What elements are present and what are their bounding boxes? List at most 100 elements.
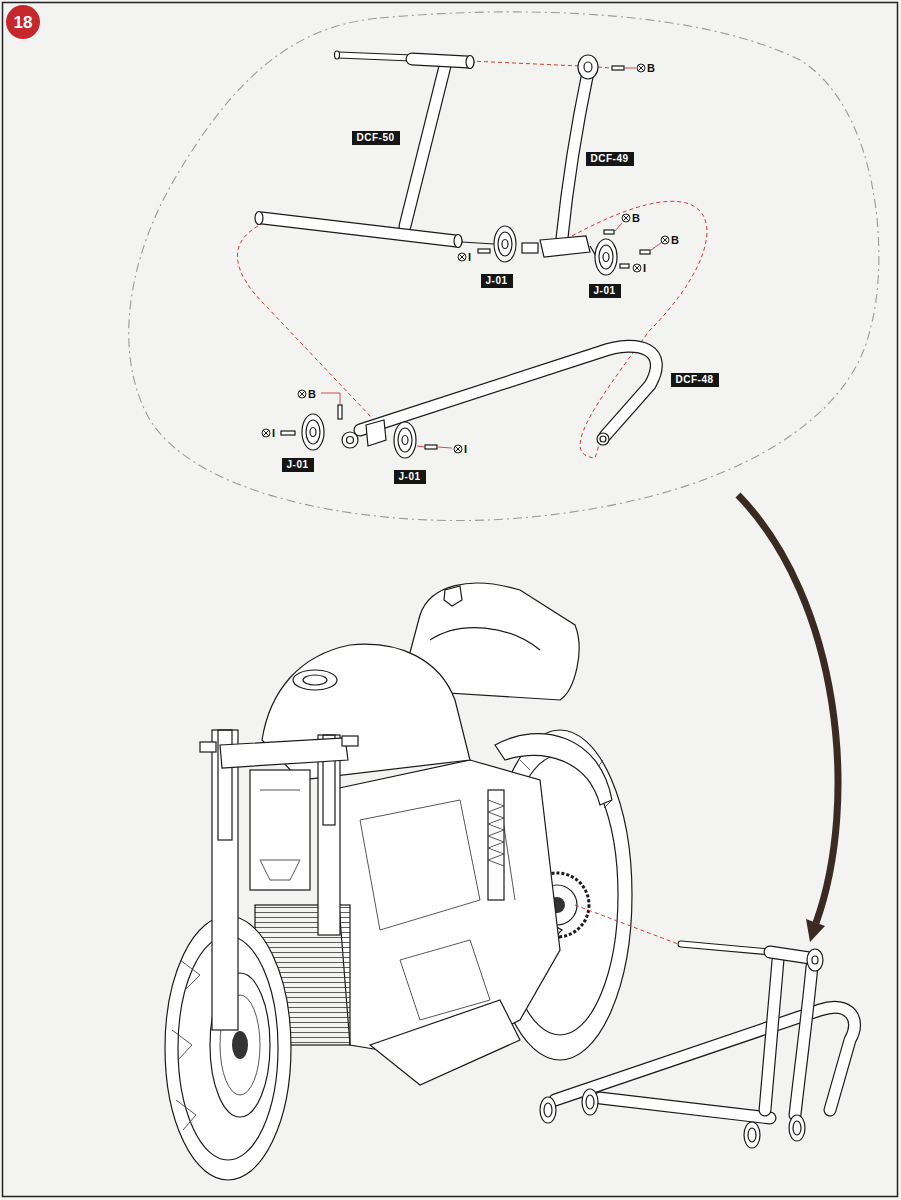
screws — [615, 223, 622, 231]
alignment-guides — [237, 61, 707, 458]
screws — [281, 431, 295, 435]
node-text: DCF-50 — [357, 133, 395, 143]
stand-part-dcf50 — [338, 55, 412, 58]
stand-part-dcf49 — [540, 236, 590, 257]
stand-part-dcf50 — [412, 59, 468, 62]
node-text: J-01 — [399, 472, 421, 482]
node-text: J-01 — [486, 276, 508, 286]
motorcycle — [430, 628, 540, 650]
screw-symbol — [661, 236, 669, 244]
motorcycle — [318, 735, 340, 935]
motorcycle — [444, 586, 462, 606]
screws — [321, 393, 340, 404]
stand-part-dcf50 — [255, 212, 263, 225]
stand-part-dcf48 — [366, 420, 386, 446]
motorcycle — [220, 738, 348, 768]
stand-part-dcf48 — [597, 433, 609, 445]
step-number-badge: 18 — [6, 5, 40, 39]
motorcycle — [212, 730, 238, 1030]
caster-wheel — [494, 226, 516, 262]
assembled-stand — [770, 952, 810, 958]
assembled-stand — [770, 952, 810, 958]
assembled-stand — [744, 1122, 760, 1148]
stand-part-dcf49 — [522, 243, 538, 253]
screw-symbol — [622, 214, 630, 222]
screw-symbol — [633, 264, 641, 272]
stand-part-dcf50 — [405, 66, 445, 226]
part-tag: DCF-49 — [586, 152, 634, 166]
fastener-code: I — [272, 428, 275, 439]
screws — [651, 243, 661, 250]
screws — [338, 405, 342, 419]
screw-symbol — [298, 390, 306, 398]
screw-symbol — [458, 253, 466, 261]
stand-part-dcf50 — [335, 51, 340, 59]
screw-symbol — [637, 64, 645, 72]
motorcycle — [488, 790, 504, 900]
stand-part-dcf50 — [462, 242, 494, 244]
caster-wheel — [498, 232, 512, 256]
motorcycle — [488, 800, 504, 866]
motorcycle — [172, 960, 200, 1130]
stand-part-dcf49 — [562, 72, 588, 238]
node-text: J-01 — [287, 460, 309, 470]
assembled-stand — [681, 944, 770, 952]
screws — [478, 249, 490, 253]
caster-wheel — [494, 226, 516, 262]
screw-symbol — [638, 65, 644, 71]
part-tag: DCF-48 — [671, 373, 719, 387]
stand-part-dcf48 — [347, 437, 354, 444]
motorcycle — [330, 760, 560, 1060]
part-tag: DCF-50 — [352, 131, 400, 145]
assembled-stand — [795, 966, 812, 1115]
fastener-code: B — [308, 389, 316, 400]
flow-arrow — [806, 919, 825, 942]
motorcycle — [250, 770, 310, 890]
screws — [612, 66, 624, 70]
assembled-stand — [600, 1098, 770, 1118]
caster-wheel — [599, 245, 613, 269]
caster-wheel — [302, 414, 324, 450]
part-tag: J-01 — [589, 284, 621, 298]
fastener-code: I — [464, 444, 467, 455]
assembled-stand — [540, 1097, 556, 1123]
stand-part-dcf50 — [466, 56, 474, 69]
alignment-guides — [572, 201, 707, 458]
caster-wheel — [398, 428, 412, 452]
screw-symbol — [459, 254, 465, 260]
caster-wheel — [394, 422, 416, 458]
screws — [281, 66, 661, 449]
caster-wheel — [310, 428, 316, 437]
motorcycle — [342, 736, 358, 746]
stand-part-dcf49 — [584, 62, 592, 72]
stand-part-dcf50 — [405, 66, 445, 226]
alignment-guides — [237, 226, 372, 418]
caster-wheel — [394, 422, 416, 458]
stand-part-dcf49 — [578, 55, 598, 79]
caster-wheel — [402, 436, 408, 445]
screw-symbol — [634, 265, 640, 271]
motorcycle — [370, 1000, 520, 1085]
assembled-stand — [812, 956, 818, 964]
motorcycle — [303, 675, 327, 685]
node-text: DCF-49 — [591, 154, 629, 164]
caster-wheel — [603, 253, 609, 262]
fastener-code: I — [468, 252, 471, 263]
node-text: J-01 — [594, 286, 616, 296]
assembled-stand — [765, 960, 778, 1110]
assembled-stand — [789, 1115, 805, 1141]
detail-enclosure — [129, 12, 879, 521]
stand-part-dcf48 — [342, 346, 656, 448]
part-tag: J-01 — [282, 458, 314, 472]
page-frame — [3, 3, 898, 1197]
node-text: DCF-48 — [676, 375, 714, 385]
alignment-guides — [598, 67, 610, 68]
caster-wheel — [306, 420, 320, 444]
screws — [417, 446, 452, 448]
assembled-stand — [582, 1089, 598, 1115]
assembled-stand — [748, 1128, 756, 1142]
screw-symbol — [637, 64, 645, 72]
stand-part-dcf50 — [262, 218, 456, 241]
screw-symbol — [633, 264, 641, 272]
